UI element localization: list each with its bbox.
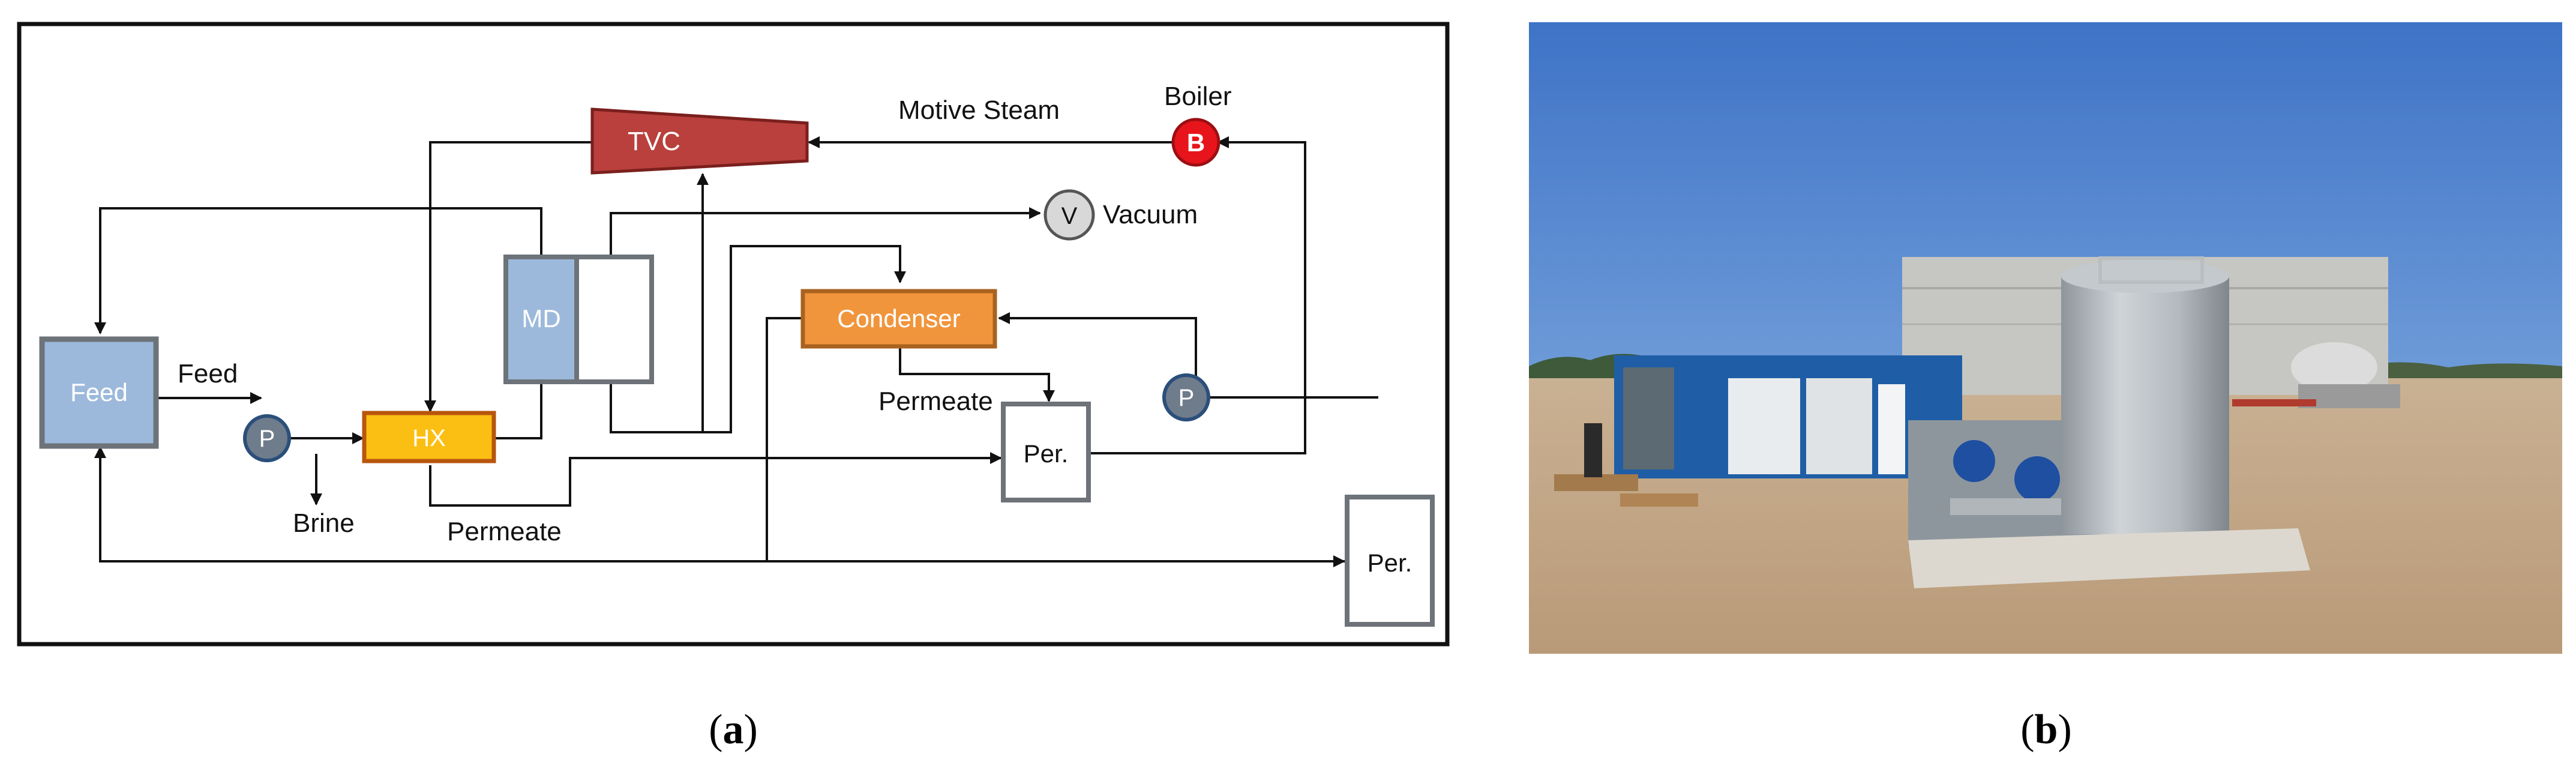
boiler-label: Boiler xyxy=(1164,82,1232,111)
cooling-pump-to-condenser-line xyxy=(998,312,1197,383)
md-to-vacuum-line xyxy=(610,207,1041,256)
feed-stream-label: Feed xyxy=(178,359,238,388)
permeate-hx-line xyxy=(429,452,1002,507)
caption-a: (a) xyxy=(709,707,758,753)
md-module: MD xyxy=(503,255,654,384)
caption-b: (b) xyxy=(2020,707,2072,753)
permeate-hx-label: Permeate xyxy=(447,517,562,546)
md-vapor-line xyxy=(610,173,709,433)
condenser-permeate-line xyxy=(899,348,1055,402)
permeate-tank-upper: Per. xyxy=(1001,402,1091,502)
tvc-unit: TVC xyxy=(590,107,809,175)
md-recirculation-line xyxy=(94,207,542,334)
boiler: B xyxy=(1171,118,1220,167)
permeate-tank-lower: Per. xyxy=(1345,495,1435,627)
tvc-to-hx-line xyxy=(424,141,592,412)
process-schematic: Feed P HX MD TVC B xyxy=(17,22,1450,647)
hx-to-md-line xyxy=(495,371,547,439)
vacuum-symbol: V xyxy=(1061,203,1078,229)
vacuum-pump: V xyxy=(1043,189,1095,241)
condenser-box-label: Condenser xyxy=(837,304,960,333)
cooling-pump-label: P xyxy=(1178,385,1195,411)
md-module-label: MD xyxy=(521,304,560,333)
brine-label: Brine xyxy=(293,508,355,538)
per-to-boiler-line xyxy=(1090,136,1306,454)
tvc-unit-label: TVC xyxy=(628,127,680,156)
permeate-tank-upper-label: Per. xyxy=(1024,439,1069,468)
cooling-pump: P xyxy=(1162,373,1210,421)
permeate-tank-lower-label: Per. xyxy=(1368,549,1413,577)
feed-box-label: Feed xyxy=(70,378,128,406)
feed-pump-label: P xyxy=(259,426,275,452)
feed-box: Feed xyxy=(39,336,159,449)
permeate-condenser-label: Permeate xyxy=(878,387,993,416)
hx-box-label: HX xyxy=(412,425,446,451)
boiler-symbol: B xyxy=(1187,128,1205,157)
motive-steam-label: Motive Steam xyxy=(898,95,1060,125)
condenser-box: Condenser xyxy=(800,289,997,349)
md-to-condenser-line xyxy=(703,245,906,433)
feed-pump: P xyxy=(243,414,291,462)
flow-lines xyxy=(94,136,1378,567)
hx-box: HX xyxy=(362,411,496,463)
condenser-outlet-line xyxy=(766,317,802,561)
vacuum-label: Vacuum xyxy=(1103,200,1198,229)
plant-photograph xyxy=(1529,22,2562,654)
